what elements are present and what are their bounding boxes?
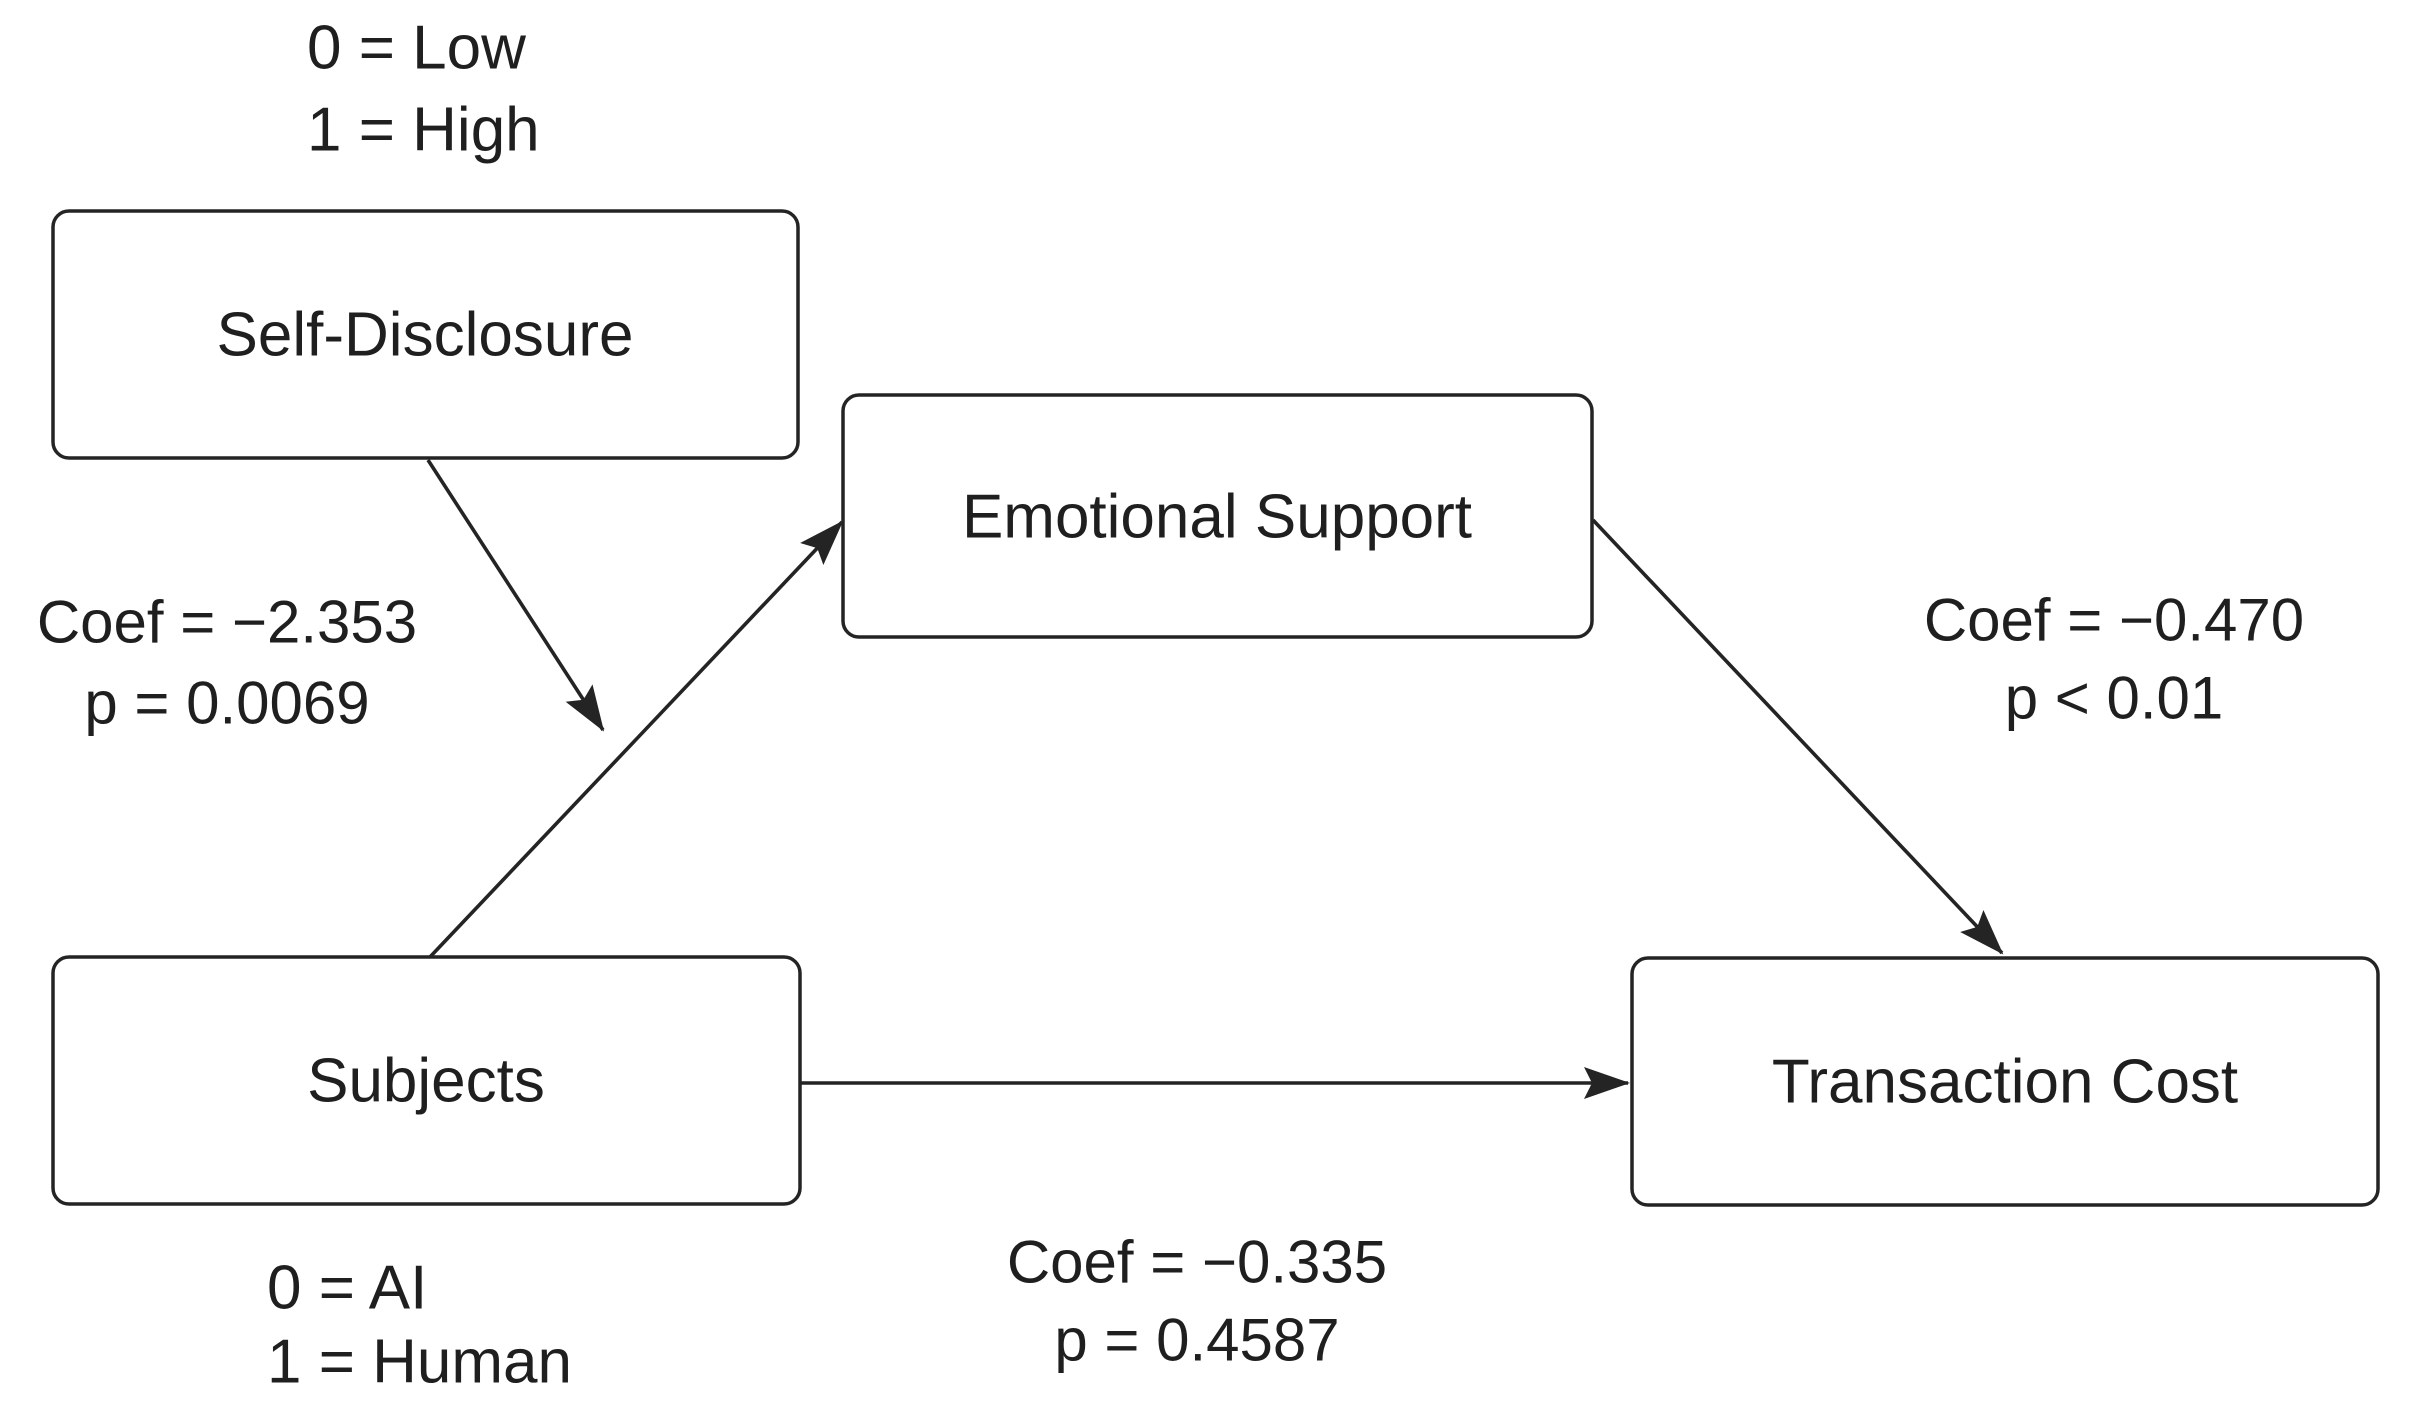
self-disclosure-box	[51, 209, 800, 460]
label-self-disclosure-path: Coef = −2.353 p = 0.0069	[37, 589, 417, 737]
edge-self-disclosure-to-mediation-path	[426, 459, 605, 732]
transaction-cost-label: Transaction Cost	[1772, 1048, 2238, 1117]
self-disclosure-label: Self-Disclosure	[217, 301, 634, 370]
node-emotional-support: Emotional Support	[841, 393, 1594, 639]
self-disclosure-legend-line2: 1 = High	[307, 96, 540, 165]
label-emotional-support-to-transaction-cost: Coef = −0.470 p < 0.01	[1924, 587, 2304, 732]
subjects-box	[51, 955, 802, 1206]
transaction-cost-box	[1630, 956, 2380, 1207]
node-self-disclosure: Self-Disclosure	[51, 209, 800, 460]
subjects-direct-coef-label: Coef = −0.335	[1007, 1229, 1387, 1296]
subjects-legend: 0 = AI 1 = Human	[267, 1254, 572, 1397]
self-disclosure-coef-label: Coef = −2.353	[37, 589, 417, 656]
self-disclosure-legend-line1: 0 = Low	[307, 14, 526, 83]
emotional-support-label: Emotional Support	[962, 483, 1472, 552]
subjects-direct-p-label: p = 0.4587	[1054, 1307, 1339, 1374]
edge-emotional-support-to-transaction-cost	[1591, 518, 2004, 955]
edge-subjects-to-emotional-support	[428, 520, 844, 959]
emotional-support-box	[841, 393, 1594, 639]
label-subjects-to-transaction-cost: Coef = −0.335 p = 0.4587	[1007, 1229, 1387, 1374]
emotional-support-coef-label: Coef = −0.470	[1924, 587, 2304, 654]
node-subjects: Subjects	[51, 955, 802, 1206]
subjects-label: Subjects	[307, 1047, 545, 1116]
node-transaction-cost: Transaction Cost	[1630, 956, 2380, 1207]
self-disclosure-legend: 0 = Low 1 = High	[307, 14, 540, 165]
self-disclosure-p-label: p = 0.0069	[84, 670, 369, 737]
emotional-support-p-label: p < 0.01	[2005, 665, 2224, 732]
subjects-legend-line2: 1 = Human	[267, 1328, 572, 1397]
subjects-legend-line1: 0 = AI	[267, 1254, 427, 1323]
